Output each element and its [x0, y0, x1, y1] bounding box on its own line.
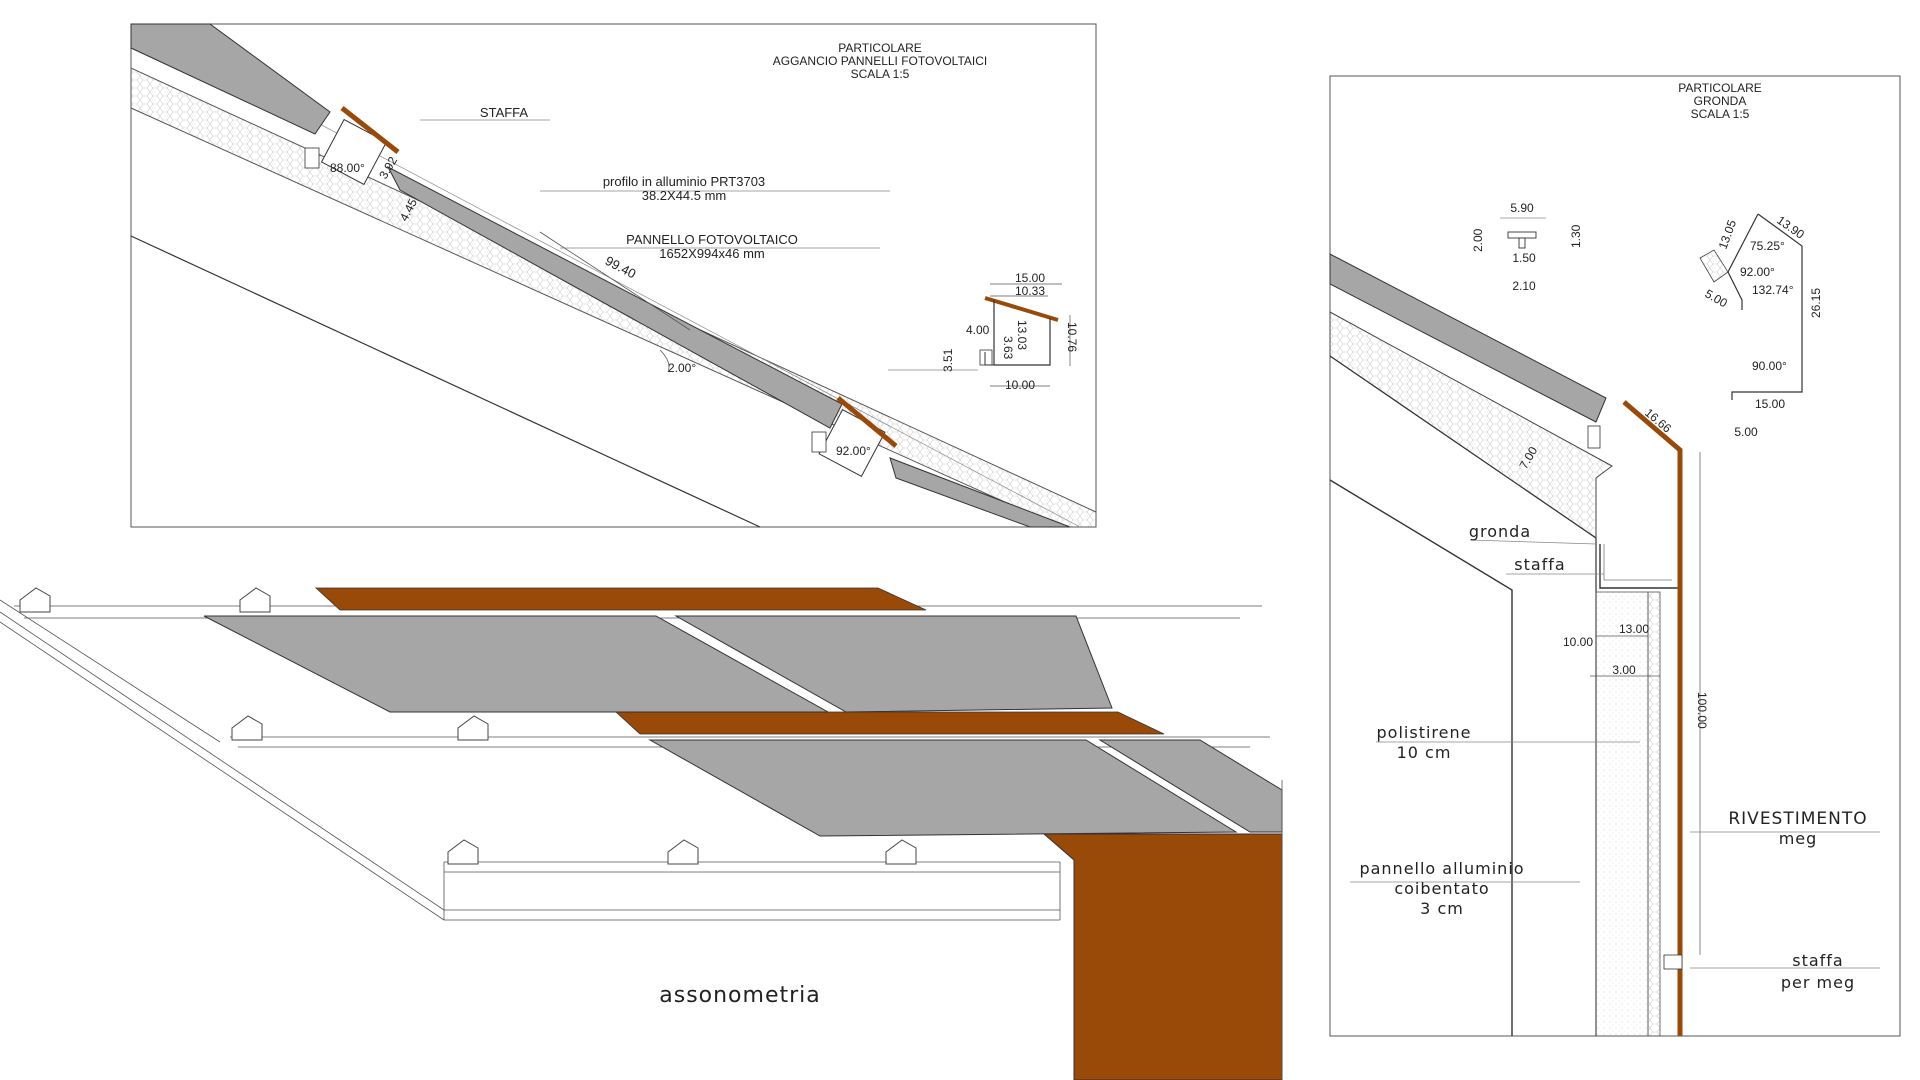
- axo-rust-strip-2: [614, 711, 1165, 735]
- gronda-title-3: SCALA 1:5: [1691, 107, 1750, 121]
- panel-detail-frame: [130, 23, 1097, 528]
- pv-panel-main: [386, 165, 843, 429]
- profile-dim-2: 2.00: [1471, 228, 1485, 252]
- profile-dim-2-10: 2.10: [1512, 279, 1536, 293]
- staffa-meg-label-1: staffa: [1792, 951, 1843, 970]
- bracket-dim-15: 15.00: [1755, 397, 1785, 411]
- polistirene-label-2: 10 cm: [1397, 743, 1452, 762]
- staffa-label: STAFFA: [480, 105, 528, 120]
- panel-detail-title-2: AGGANCIO PANNELLI FOTOVOLTAICI: [773, 54, 988, 68]
- rail-brackets: [19, 587, 917, 865]
- dim-angle-88: 88.00°: [330, 161, 365, 175]
- assonometria-label: assonometria: [659, 983, 821, 1008]
- gronda-dim-13: 13.00: [1619, 622, 1649, 636]
- roof-slope-line: [130, 235, 761, 528]
- upper-bracket: [304, 106, 400, 186]
- staffa-dimension-sketch: 15.00 10.33 13.03 3.63 4.00 3.51 10.76 1…: [888, 271, 1079, 392]
- profile-section-sketch: 5.90 2.00 1.30 1.50 2.10: [1471, 201, 1583, 293]
- pannello-alluminio-label-3: 3 cm: [1420, 899, 1464, 918]
- gronda-label: gronda: [1469, 522, 1531, 541]
- axo-rust-cladding: [1042, 833, 1283, 1080]
- profilo-label-2: 38.2X44.5 mm: [642, 188, 727, 203]
- bracket-dim-5-b: 5.00: [1734, 425, 1758, 439]
- bracket-dim-13-05: 13.05: [1716, 218, 1740, 251]
- profile-dim-1-30: 1.30: [1569, 224, 1583, 248]
- gronda-rust-cladding: [1622, 400, 1683, 1036]
- aluminium-panel-layer: [1647, 591, 1661, 1037]
- gronda-dim-3: 3.00: [1612, 663, 1636, 677]
- bracket-angle-90: 90.00°: [1752, 359, 1787, 373]
- bracket-angle-132-74: 132.74°: [1752, 283, 1794, 297]
- axonometric-view: assonometria: [0, 587, 1283, 1080]
- pannello-alluminio-label-2: coibentato: [1394, 879, 1489, 898]
- pannello-alluminio-label-1: pannello alluminio: [1359, 859, 1524, 878]
- axo-pv-panel-2: [674, 615, 1113, 713]
- staffa-dim-13-03: 13.03: [1015, 320, 1029, 350]
- pv-panel-lower: [889, 457, 1071, 528]
- pannello-label-2: 1652X994x46 mm: [659, 246, 765, 261]
- staffa-dim-15: 15.00: [1015, 271, 1045, 285]
- staffa-dim-4: 4.00: [966, 323, 990, 337]
- rivestimento-label-1: RIVESTIMENTO: [1728, 809, 1867, 829]
- gronda-pv-panel: [1329, 253, 1607, 423]
- gronda-insulation-roof: [1329, 311, 1613, 539]
- gronda-title-1: PARTICOLARE: [1678, 81, 1762, 95]
- lower-bracket: [811, 396, 898, 478]
- staffa-dim-10-33: 10.33: [1015, 284, 1045, 298]
- bracket-dim-26-15: 26.15: [1809, 288, 1823, 318]
- pannello-label-1: PANNELLO FOTOVOLTAICO: [626, 232, 798, 247]
- staffa-dim-3-63: 3.63: [1001, 336, 1015, 360]
- gronda-title-2: GRONDA: [1694, 94, 1747, 108]
- staffa-dim-10-76: 10.76: [1065, 322, 1079, 352]
- staffa-dim-10: 10.00: [1005, 378, 1035, 392]
- staffa-meg-label-2: per meg: [1781, 973, 1855, 992]
- axo-pv-panel-3: [648, 739, 1238, 837]
- bracket-angle-92: 92.00°: [1740, 265, 1775, 279]
- dim-angle-2: 2.00°: [668, 361, 696, 375]
- profile-dim-1-50: 1.50: [1512, 251, 1536, 265]
- dim-angle-92: 92.00°: [836, 444, 871, 458]
- panel-attachment-detail: PARTICOLARE AGGANCIO PANNELLI FOTOVOLTAI…: [130, 23, 1097, 528]
- bracket-angle-75-25: 75.25°: [1750, 239, 1785, 253]
- panel-detail-title-1: PARTICOLARE: [838, 41, 922, 55]
- pv-panel-upper: [130, 23, 331, 135]
- gronda-detail: PARTICOLARE GRONDA SCALA 1:5 5.90 2.00 1…: [1329, 75, 1901, 1037]
- profile-dim-5-90: 5.90: [1510, 201, 1534, 215]
- gronda-dim-100: 100.00: [1695, 692, 1709, 729]
- profilo-label-1: profilo in alluminio PRT3703: [603, 174, 765, 189]
- panel-detail-title-3: SCALA 1:5: [851, 67, 910, 81]
- polistirene-layer: [1595, 591, 1649, 1037]
- axo-pv-panel-1: [203, 615, 830, 713]
- bracket-dim-5-a: 5.00: [1703, 286, 1731, 310]
- gronda-dim-10: 10.00: [1563, 635, 1593, 649]
- gronda-staffa-label: staffa: [1514, 555, 1565, 574]
- axo-rust-strip-1: [314, 587, 927, 611]
- rivestimento-label-2: meg: [1779, 829, 1818, 848]
- polistirene-label-1: polistirene: [1377, 723, 1472, 742]
- staffa-dim-3-51: 3.51: [941, 348, 955, 372]
- bracket-dimension-sketch: 13.05 13.90 75.25° 92.00° 132.74° 5.00 2…: [1699, 213, 1823, 439]
